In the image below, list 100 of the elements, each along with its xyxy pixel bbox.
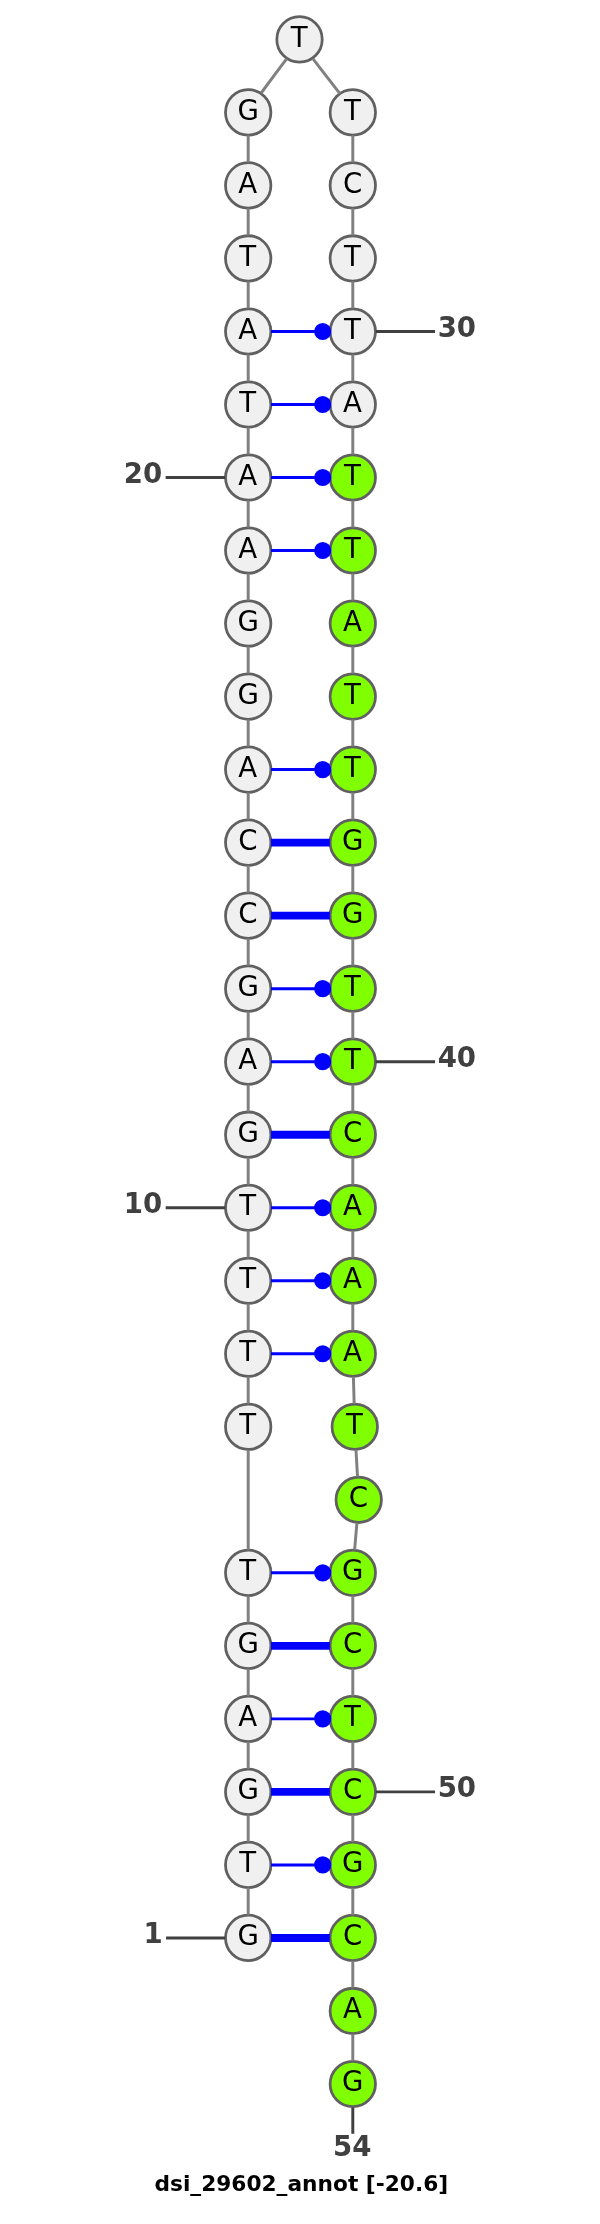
connector (270, 1199, 331, 1217)
connector (165, 1206, 225, 1210)
node-circle: G (223, 88, 272, 137)
connector (246, 1011, 250, 1039)
connector (311, 57, 341, 95)
node-text: 10 (123, 1187, 162, 1221)
connector (350, 135, 354, 163)
connector (350, 208, 354, 236)
node-circle: G (223, 1913, 272, 1962)
node-circle: A (223, 1037, 272, 1086)
connector (350, 1887, 354, 1915)
connector (246, 1303, 250, 1331)
connector (270, 1053, 331, 1071)
node-circle: A (223, 526, 272, 575)
connector (350, 1230, 354, 1258)
node-circle: T (223, 234, 272, 283)
connector (270, 395, 331, 414)
node-circle: G (223, 1110, 272, 1159)
node-text: 1 (143, 1917, 163, 1951)
connector (246, 354, 250, 382)
connector (246, 792, 250, 820)
connector (270, 1710, 331, 1728)
connector (350, 2107, 354, 2134)
connector (246, 1230, 250, 1258)
node-circle: A (223, 745, 272, 794)
connector (350, 2033, 354, 2061)
node-circle: A (328, 1986, 377, 2036)
node-circle: T (328, 964, 377, 1013)
connector (246, 1741, 250, 1769)
node-circle: A (328, 599, 377, 648)
connector (270, 541, 331, 560)
connector (246, 1449, 250, 1550)
node-circle: C (223, 891, 272, 940)
connector (270, 1130, 330, 1139)
connector (270, 761, 331, 779)
connector (350, 1084, 354, 1112)
node-text: 50 (437, 1771, 476, 1805)
connector (270, 1787, 330, 1796)
connector (246, 281, 250, 309)
connector (270, 1564, 331, 1582)
connector (350, 281, 354, 309)
node-circle: T (328, 453, 377, 502)
connector (270, 911, 330, 920)
node-circle: A (328, 380, 377, 429)
node-circle: C (334, 1475, 383, 1524)
node-circle: G (328, 818, 377, 867)
node-circle: T (223, 1256, 272, 1305)
connector (350, 500, 354, 528)
node-circle: C (328, 1621, 377, 1670)
connector (270, 1856, 331, 1874)
connector (270, 1934, 330, 1942)
connector (350, 646, 354, 674)
node-circle: T (223, 1329, 272, 1378)
connector (350, 865, 354, 893)
node-circle: G (223, 1621, 272, 1670)
node-circle: A (223, 307, 272, 356)
node-circle: A (328, 1183, 377, 1232)
connector (246, 1668, 250, 1696)
connector (350, 719, 354, 747)
connector (270, 1345, 331, 1363)
connector (246, 573, 250, 601)
connector (246, 719, 250, 747)
connector (351, 1376, 356, 1404)
node-text: 54 (332, 2130, 371, 2164)
connector (350, 1668, 354, 1696)
connector (350, 938, 354, 966)
node-circle: C (328, 1110, 377, 1159)
connector (350, 1814, 354, 1842)
connector (246, 1157, 250, 1185)
node-circle: T (223, 1840, 272, 1889)
node-circle: C (328, 1767, 377, 1816)
caption: dsi_29602_annot [-20.6] (153, 2171, 448, 2197)
node-circle: G (223, 672, 272, 721)
connector (246, 1084, 250, 1112)
connector (246, 1814, 250, 1842)
connector (246, 500, 250, 528)
connector (350, 354, 354, 382)
connector (246, 865, 250, 893)
connector (350, 573, 354, 601)
node-circle: C (223, 818, 272, 867)
connector (246, 1376, 250, 1404)
node-circle: T (328, 526, 377, 575)
connector (259, 57, 288, 94)
connector (246, 1595, 250, 1623)
node-circle: C (328, 161, 377, 210)
connector (350, 792, 354, 820)
connector (350, 1011, 354, 1039)
connector (270, 1272, 331, 1290)
node-circle: T (328, 1694, 377, 1743)
node-circle: G (223, 1767, 272, 1816)
node-circle: A (223, 161, 272, 210)
connector (246, 938, 250, 966)
connector (246, 135, 250, 163)
node-circle: G (223, 964, 272, 1013)
connector (354, 1449, 359, 1477)
node-circle: T (274, 15, 324, 64)
node-circle: T (328, 1037, 377, 1086)
connector (270, 980, 331, 998)
connector (350, 1303, 354, 1331)
connector (270, 838, 330, 847)
